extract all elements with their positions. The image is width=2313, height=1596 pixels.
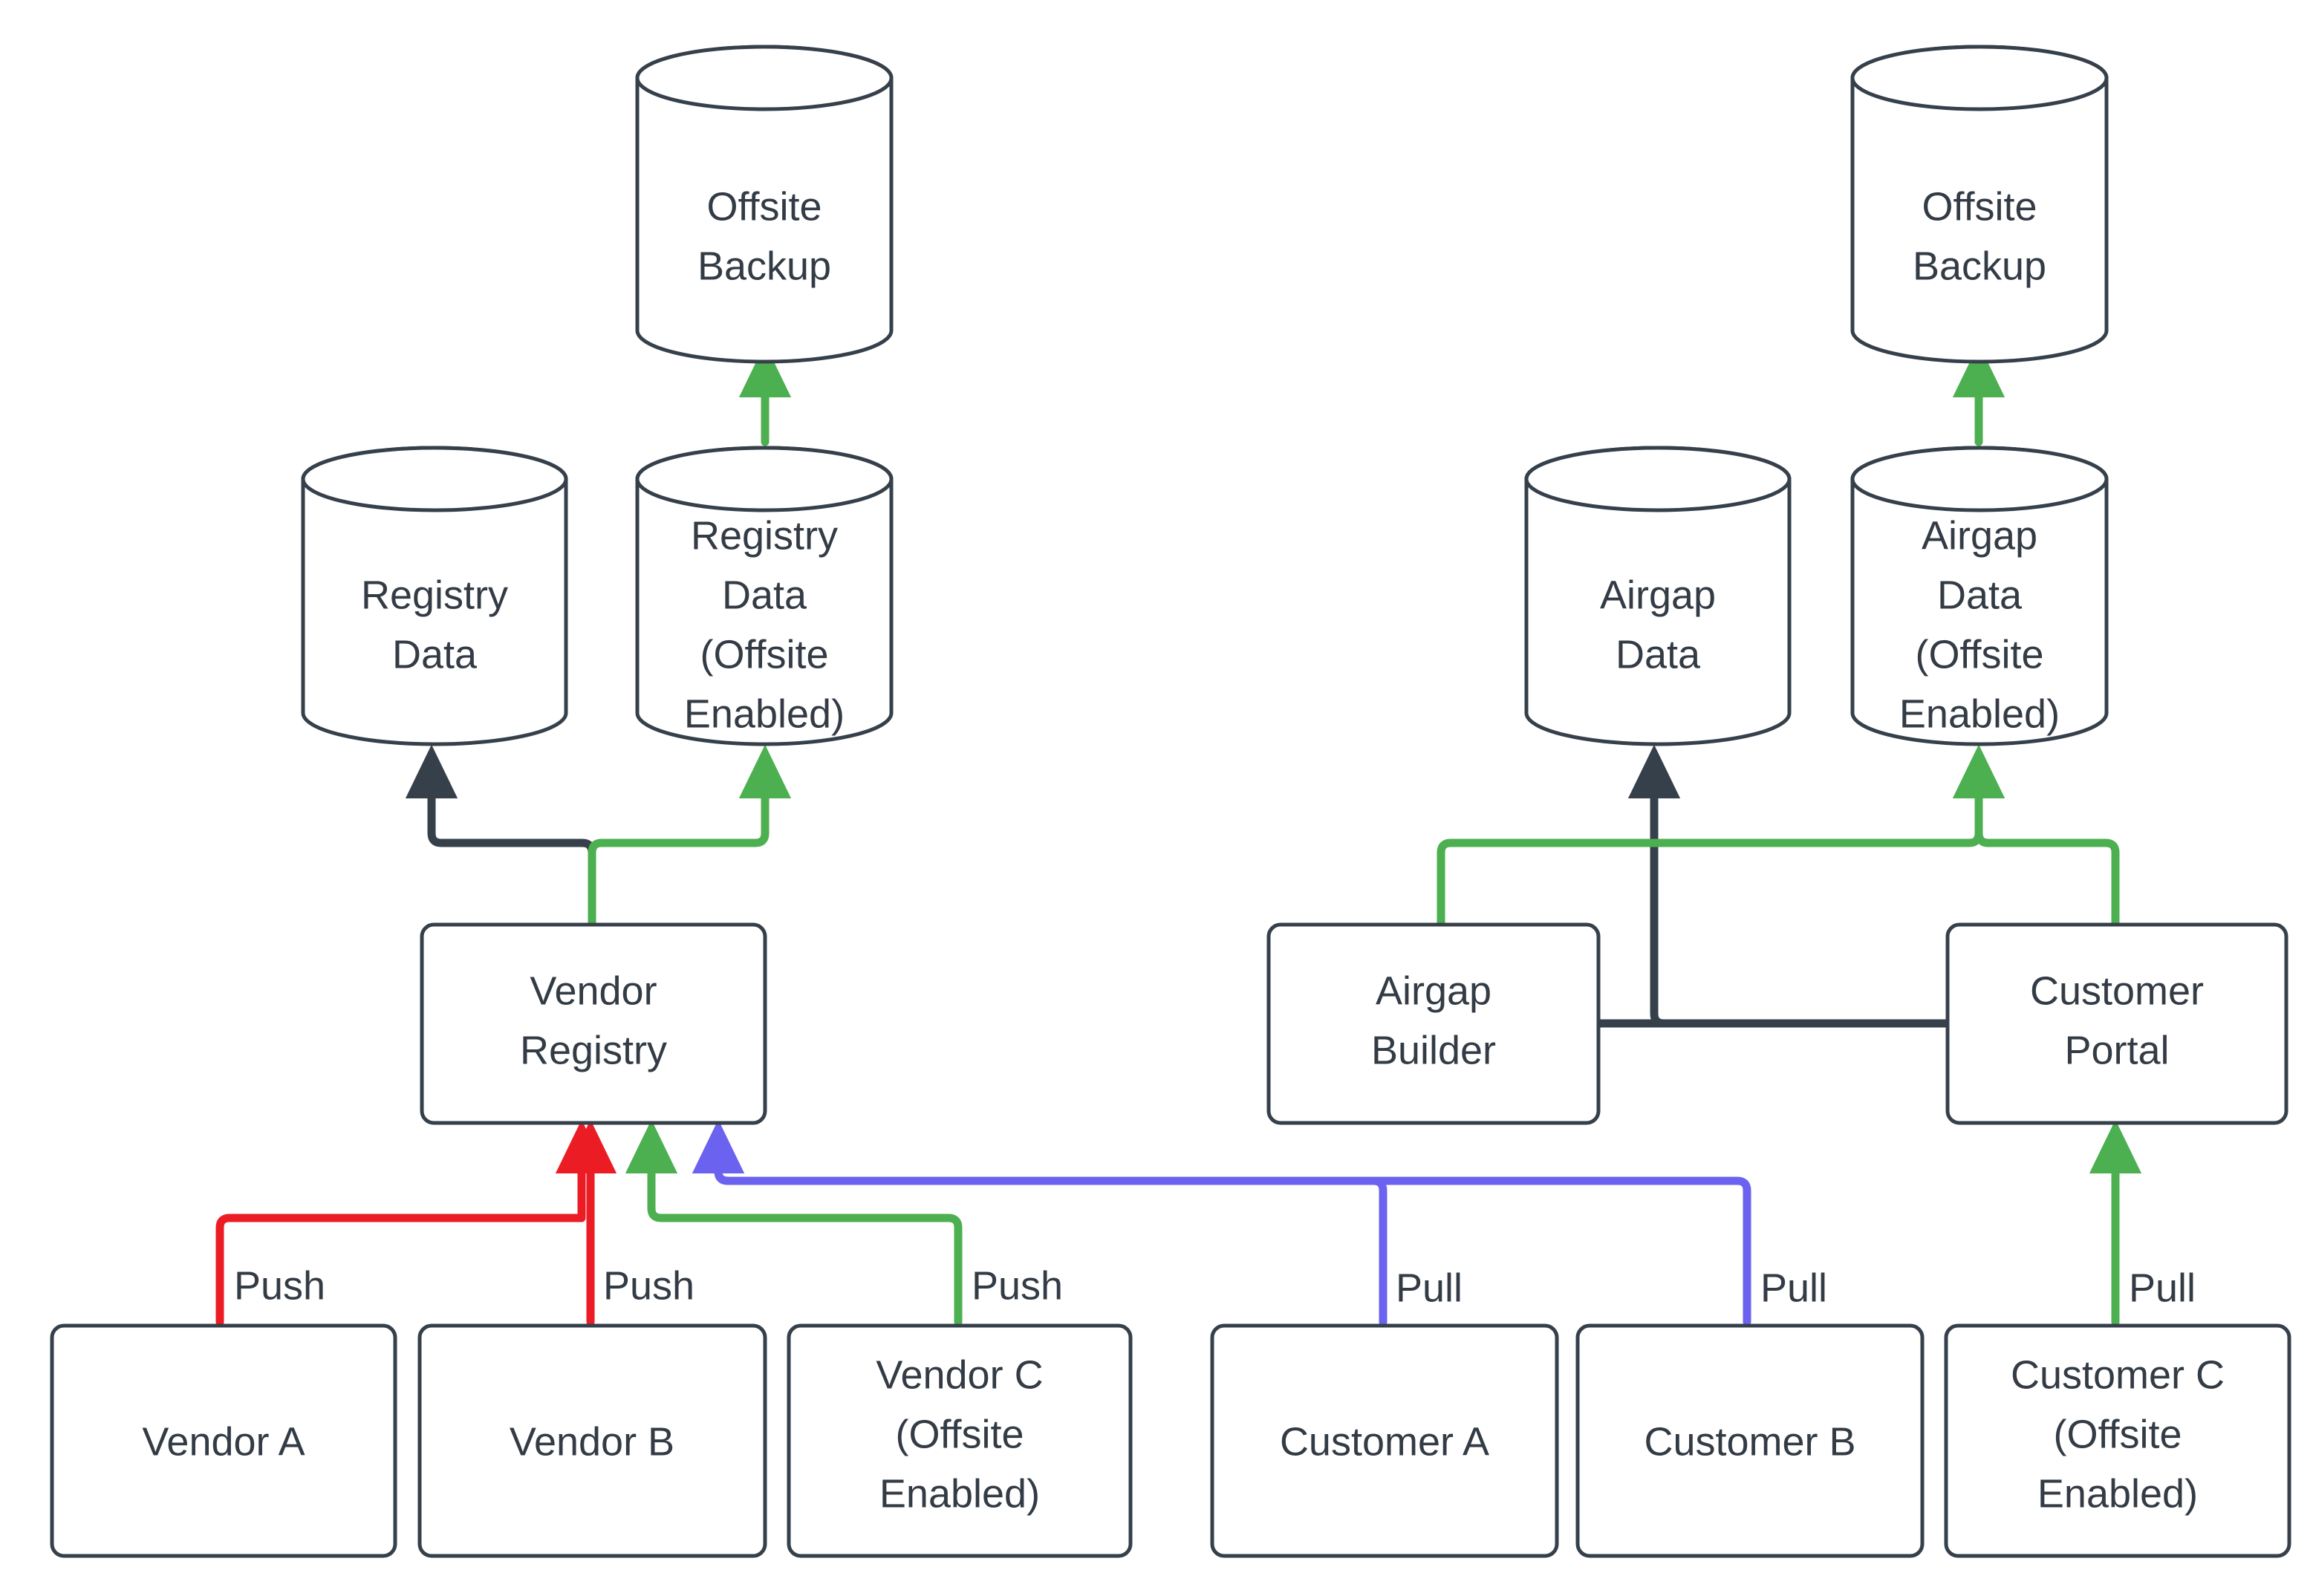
edge-label-vendor-a-push: Push xyxy=(234,1263,325,1308)
customer-c-box xyxy=(1944,1323,2291,1558)
customer-portal-label-1: Customer xyxy=(2030,968,2204,1013)
registry-data-offsite-label-1: Registry xyxy=(691,513,838,558)
node-vendor-b[interactable]: Vendor B xyxy=(417,1323,767,1558)
edge-label-customer-c-pull: Pull xyxy=(2129,1266,2196,1310)
vendor-a-label-1: Vendor A xyxy=(142,1419,305,1464)
vendor-b-box xyxy=(417,1323,767,1558)
offsite-backup-left-top xyxy=(635,45,894,111)
edge-label-vendor-b-push: Push xyxy=(603,1263,694,1308)
customer-a-box xyxy=(1210,1323,1559,1558)
customer-c-label-1: Customer C xyxy=(2011,1352,2225,1397)
edge-customer-b-pull xyxy=(692,1119,1751,1326)
node-airgap-data[interactable]: Airgap Data xyxy=(1524,446,1792,746)
customer-a-label-1: Customer A xyxy=(1280,1419,1489,1464)
offsite-backup-left-label-1: Offsite xyxy=(706,184,822,229)
edge-label-customer-b-pull: Pull xyxy=(1760,1266,1827,1310)
node-airgap-data-offsite[interactable]: Airgap Data (Offsite Enabled) xyxy=(1850,446,2109,746)
node-customer-a[interactable]: Customer A xyxy=(1210,1323,1559,1558)
offsite-backup-left-label-2: Backup xyxy=(697,244,831,288)
registry-data-label-1: Registry xyxy=(361,573,508,617)
offsite-backup-right-top xyxy=(1850,45,2109,111)
node-offsite-backup-right[interactable]: Offsite Backup xyxy=(1850,45,2109,364)
vendor-a-box xyxy=(50,1323,397,1558)
vendor-registry-box xyxy=(420,922,767,1125)
edge-vendor-registry-to-registry-data xyxy=(405,744,596,927)
vendor-registry-label-2: Registry xyxy=(520,1028,667,1072)
edge-label-customer-a-pull: Pull xyxy=(1396,1266,1463,1310)
registry-data-offsite-top xyxy=(635,446,894,512)
node-customer-b[interactable]: Customer B xyxy=(1575,1323,1925,1558)
node-registry-data[interactable]: Registry Data xyxy=(301,446,568,746)
airgap-builder-box xyxy=(1266,922,1601,1125)
node-vendor-a[interactable]: Vendor A xyxy=(50,1323,397,1558)
registry-data-offsite-label-3: (Offsite xyxy=(700,632,828,677)
vendor-c-label-3: Enabled) xyxy=(879,1471,1040,1516)
airgap-data-top xyxy=(1524,446,1792,512)
airgap-builder-label-2: Builder xyxy=(1371,1028,1496,1072)
offsite-backup-right-label-2: Backup xyxy=(1913,244,2046,288)
edge-airgap-builder-to-airgap-data-offsite xyxy=(1437,744,2005,927)
node-vendor-c[interactable]: Vendor C (Offsite Enabled) xyxy=(787,1323,1133,1558)
node-vendor-registry[interactable]: Vendor Registry xyxy=(420,922,767,1125)
edge-vendor-registry-to-registry-data-offsite xyxy=(588,744,792,927)
airgap-data-label-1: Airgap xyxy=(1600,573,1716,617)
node-customer-c[interactable]: Customer C (Offsite Enabled) xyxy=(1944,1323,2291,1558)
node-registry-data-offsite[interactable]: Registry Data (Offsite Enabled) xyxy=(635,446,894,746)
airgap-data-offsite-label-2: Data xyxy=(1937,573,2023,617)
registry-data-label-2: Data xyxy=(392,632,478,677)
node-offsite-backup-left[interactable]: Offsite Backup xyxy=(635,45,894,364)
airgap-data-offsite-top xyxy=(1850,446,2109,512)
edge-customer-portal-to-airgap-data-offsite xyxy=(1952,744,2120,927)
edge-vendor-c-push xyxy=(625,1119,963,1326)
customer-portal-box xyxy=(1945,922,2288,1125)
customer-c-label-2: (Offsite xyxy=(2053,1412,2182,1456)
airgap-builder-label-1: Airgap xyxy=(1376,968,1491,1013)
airgap-data-offsite-label-1: Airgap xyxy=(1922,513,2037,558)
node-customer-portal[interactable]: Customer Portal xyxy=(1945,922,2288,1125)
vendor-c-label-1: Vendor C xyxy=(876,1352,1043,1397)
vendor-c-label-2: (Offsite xyxy=(895,1412,1024,1456)
registry-data-top xyxy=(301,446,568,512)
node-airgap-builder[interactable]: Airgap Builder xyxy=(1266,922,1601,1125)
airgap-data-offsite-label-4: Enabled) xyxy=(1899,691,2060,736)
offsite-backup-right-label-1: Offsite xyxy=(1922,184,2037,229)
vendor-b-label-1: Vendor B xyxy=(510,1419,674,1464)
edge-label-vendor-c-push: Push xyxy=(972,1263,1063,1308)
registry-data-offsite-label-4: Enabled) xyxy=(684,691,845,736)
customer-c-label-3: Enabled) xyxy=(2037,1471,2198,1516)
airgap-data-label-2: Data xyxy=(1616,632,1701,677)
customer-portal-label-2: Portal xyxy=(2064,1028,2169,1072)
registry-data-offsite-label-2: Data xyxy=(722,573,807,617)
airgap-data-offsite-label-3: (Offsite xyxy=(1915,632,2043,677)
vendor-registry-label-1: Vendor xyxy=(530,968,657,1013)
customer-b-label-1: Customer B xyxy=(1644,1419,1855,1464)
edge-vendor-a-push xyxy=(215,1119,608,1326)
vendor-c-box xyxy=(787,1323,1133,1558)
customer-b-box xyxy=(1575,1323,1925,1558)
